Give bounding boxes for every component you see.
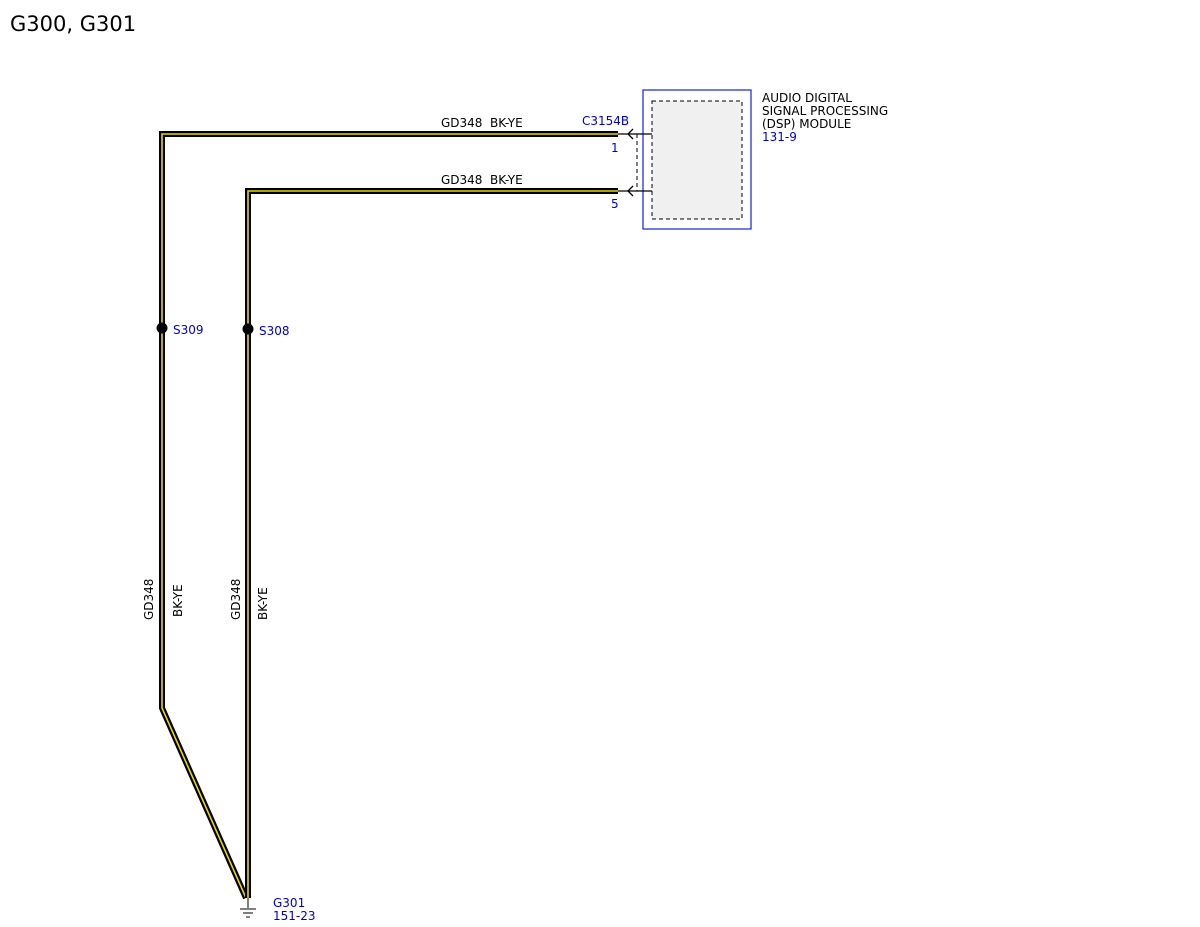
wire-2-vertical-color-label: BK-YE [256, 587, 270, 620]
wire-2-color-label: BK-YE [490, 173, 523, 187]
connector-label-link[interactable]: C3154B [582, 114, 629, 128]
wire-gd348-s309[interactable] [159, 131, 618, 900]
splice-s309-dot [156, 322, 168, 334]
pin-5-number: 5 [611, 197, 619, 211]
dsp-module-body [651, 100, 743, 220]
wire-2-stripe [247, 190, 618, 898]
pin-1-arrow-icon [627, 128, 634, 140]
ground-symbol-icon [240, 898, 256, 918]
wire-1-vertical-circuit-label: GD348 [142, 579, 156, 620]
module-name-line2: SIGNAL PROCESSING [762, 104, 888, 118]
module-name-line1: AUDIO DIGITAL [762, 91, 852, 105]
wire-2-circuit-label: GD348 [441, 173, 482, 187]
wire-2-outer [245, 188, 618, 898]
module-name-line3: (DSP) MODULE [762, 117, 851, 131]
wire-1-color-label: BK-YE [490, 116, 523, 130]
splice-s308-dot [242, 323, 254, 335]
module-page-ref-link[interactable]: 131-9 [762, 130, 797, 144]
wire-1-stripe [161, 133, 618, 899]
splice-s309-link[interactable]: S309 [173, 323, 204, 337]
pin-1-number: 1 [611, 141, 619, 155]
wire-1-outer [159, 131, 618, 900]
wire-2-vertical-circuit-label: GD348 [229, 579, 243, 620]
wire-gd348-s308[interactable] [245, 188, 618, 898]
pin-5-arrow-icon [627, 185, 634, 197]
ground-page-ref-link[interactable]: 151-23 [273, 909, 316, 923]
wire-1-circuit-label: GD348 [441, 116, 482, 130]
splice-s308-link[interactable]: S308 [259, 324, 290, 338]
page-title: G300, G301 [10, 12, 136, 36]
wire-1-vertical-color-label: BK-YE [171, 584, 185, 617]
ground-g301-link[interactable]: G301 [273, 896, 305, 910]
